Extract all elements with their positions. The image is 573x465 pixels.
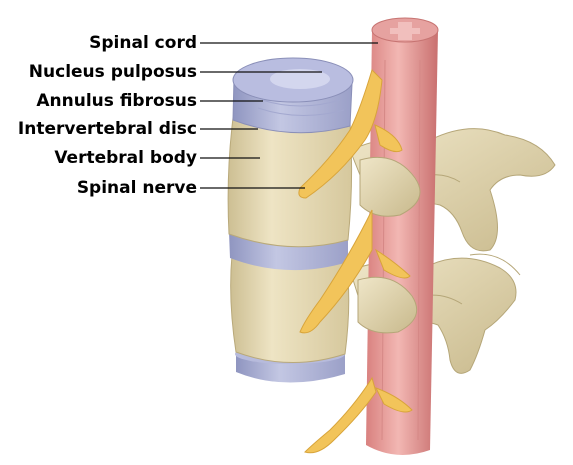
label-vertebral-body: Vertebral body: [54, 148, 197, 168]
label-intervertebral-disc: Intervertebral disc: [18, 119, 197, 139]
label-spinal-cord: Spinal cord: [89, 33, 197, 53]
label-nucleus-pulposus: Nucleus pulposus: [29, 62, 197, 82]
top-intervertebral-disc: [233, 58, 353, 133]
upper-vertebral-body: [228, 118, 352, 247]
label-spinal-nerve: Spinal nerve: [77, 178, 197, 198]
label-annulus-fibrosus: Annulus fibrosus: [36, 91, 197, 111]
